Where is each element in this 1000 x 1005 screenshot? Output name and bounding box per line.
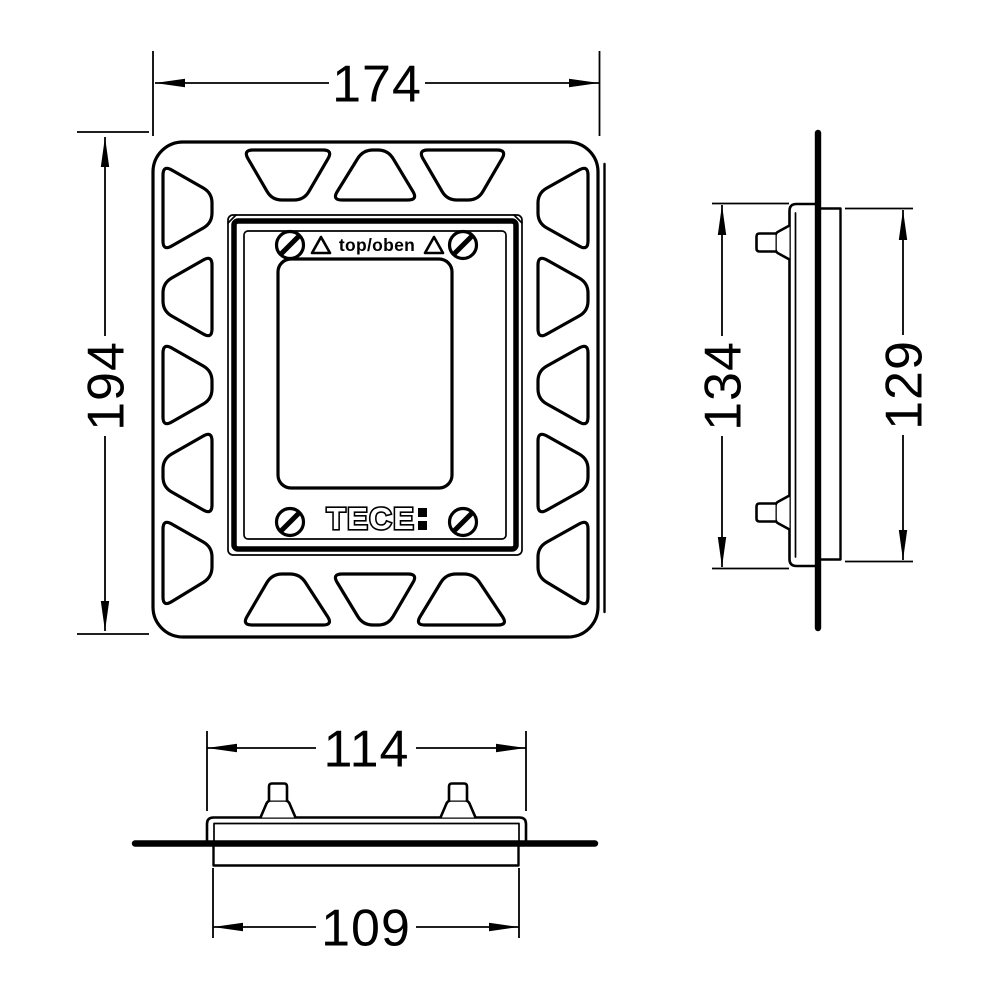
front-view: top/oben TECE xyxy=(151,140,606,639)
plate-thick-band xyxy=(231,218,519,552)
bottom-pin-left xyxy=(259,782,297,819)
dimension-front-height: 194 xyxy=(77,131,149,635)
dimension-side-inner-height: 129 xyxy=(845,207,934,563)
bottom-view xyxy=(131,782,599,867)
dimension-bottom-outer-width: 114 xyxy=(206,721,527,811)
orientation-label: top/oben xyxy=(339,235,415,255)
front-outer-frame xyxy=(151,140,600,639)
bottom-back-box xyxy=(212,844,520,867)
plate-inner-line xyxy=(243,230,507,540)
frame-cutout xyxy=(333,148,417,202)
dimension-side-outer-height: 134 xyxy=(695,202,789,570)
side-inner-height-value: 129 xyxy=(876,340,934,430)
side-pin-bottom xyxy=(755,494,791,531)
front-height-value: 194 xyxy=(78,341,136,431)
frame-cutout xyxy=(161,520,214,606)
frame-cutout xyxy=(416,572,507,627)
side-pin-top xyxy=(755,224,791,261)
bottom-outer-width-value: 114 xyxy=(324,721,410,779)
front-width-value: 174 xyxy=(332,56,422,114)
frame-cutout xyxy=(536,166,590,250)
side-outer-height-value: 134 xyxy=(695,341,753,431)
frame-cutout xyxy=(536,520,590,606)
screw-bottom-left-icon xyxy=(274,506,306,538)
screw-top-left-icon xyxy=(274,229,306,261)
screw-bottom-right-icon xyxy=(447,506,479,538)
plate-corner-chamfer-left xyxy=(227,214,237,224)
side-back-box xyxy=(819,207,842,561)
frame-cutout xyxy=(536,432,590,514)
frame-cutout xyxy=(244,148,332,202)
frame-cutout xyxy=(161,256,214,338)
frame-cutout xyxy=(161,166,214,250)
frame-cutout xyxy=(161,344,214,426)
plate-outer-line xyxy=(227,214,523,556)
dimension-front-width: 174 xyxy=(152,51,601,136)
plate-corner-chamfer-right xyxy=(513,214,523,224)
bottom-plate-profile xyxy=(205,816,528,845)
dimension-bottom-inner-width: 109 xyxy=(212,868,520,958)
frame-cutout xyxy=(243,572,332,627)
bottom-pin-right xyxy=(439,782,477,819)
brand-logo: TECE xyxy=(325,499,427,538)
plate-center-opening xyxy=(276,257,454,490)
frame-cutouts xyxy=(161,148,590,627)
logo-colon-dot-bottom xyxy=(418,521,427,530)
frame-cutout xyxy=(333,572,417,627)
frame-cutout xyxy=(536,344,590,426)
logo-colon-dot-top xyxy=(418,508,427,517)
frame-cutout xyxy=(419,148,506,202)
screw-top-right-icon xyxy=(447,229,479,261)
frame-cutout xyxy=(536,256,590,338)
side-plate-profile xyxy=(788,202,819,568)
brand-logo-letters: TECE xyxy=(327,501,416,536)
frame-cutout xyxy=(161,432,214,514)
side-view xyxy=(755,129,842,632)
bottom-inner-width-value: 109 xyxy=(321,900,411,958)
triangle-up-icon-right xyxy=(423,235,445,255)
triangle-up-icon-left xyxy=(310,235,332,255)
